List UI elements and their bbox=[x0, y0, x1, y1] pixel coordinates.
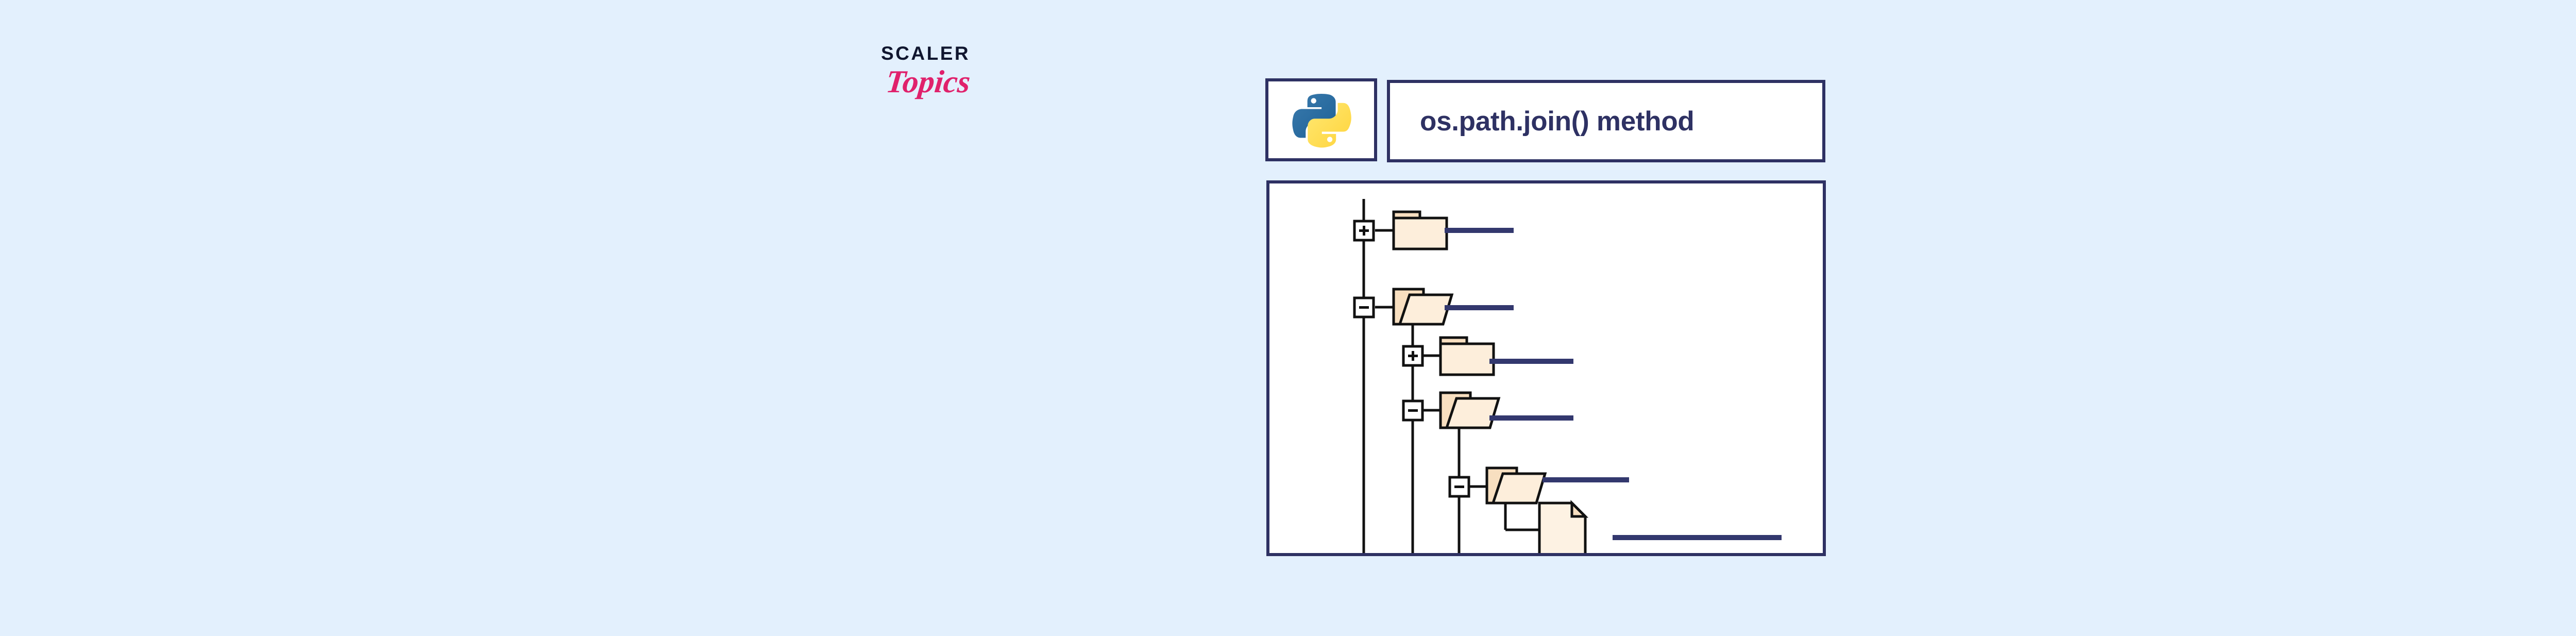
file-tree-diagram-panel bbox=[1266, 180, 1826, 556]
folder-front-2 bbox=[1398, 293, 1454, 326]
tree-node-folder-open-2[interactable] bbox=[1353, 288, 1454, 326]
tree-node-file-6[interactable] bbox=[1538, 499, 1589, 553]
page-title-card: os.path.join() method bbox=[1387, 80, 1825, 162]
label-bar-node-5 bbox=[1543, 477, 1629, 482]
tree-node-folder-open-5[interactable] bbox=[1448, 466, 1547, 505]
file-fold-corner-6 bbox=[1570, 499, 1589, 518]
page-title: os.path.join() method bbox=[1420, 106, 1694, 137]
label-bar-node-4 bbox=[1489, 415, 1573, 421]
folder-body-1 bbox=[1392, 216, 1448, 250]
scaler-topics-logo: SCALER Topics bbox=[881, 44, 1036, 137]
label-bar-node-1 bbox=[1445, 228, 1514, 233]
folder-front-5 bbox=[1491, 472, 1547, 505]
expand-toggle-box-1[interactable] bbox=[1353, 220, 1375, 242]
tree-node-folder-open-4[interactable] bbox=[1402, 391, 1501, 429]
plus-icon-3 bbox=[1408, 351, 1418, 361]
brand-script-wordmark: Topics bbox=[884, 64, 972, 99]
tree-label-bars bbox=[1445, 228, 1782, 540]
brand-wordmark: SCALER bbox=[881, 43, 971, 64]
label-bar-node-6 bbox=[1613, 535, 1782, 540]
tree-node-folder-closed-3[interactable] bbox=[1402, 336, 1495, 376]
folder-front-4 bbox=[1445, 397, 1501, 429]
python-logo-icon bbox=[1291, 90, 1352, 150]
collapse-toggle-box-2[interactable] bbox=[1353, 296, 1375, 319]
tree-node-folder-closed-1[interactable] bbox=[1353, 210, 1448, 250]
python-logo-badge bbox=[1265, 78, 1377, 161]
label-bar-node-3 bbox=[1489, 359, 1573, 364]
plus-icon-1 bbox=[1359, 226, 1369, 236]
label-bar-node-2 bbox=[1445, 305, 1514, 310]
folder-body-3 bbox=[1439, 342, 1495, 376]
